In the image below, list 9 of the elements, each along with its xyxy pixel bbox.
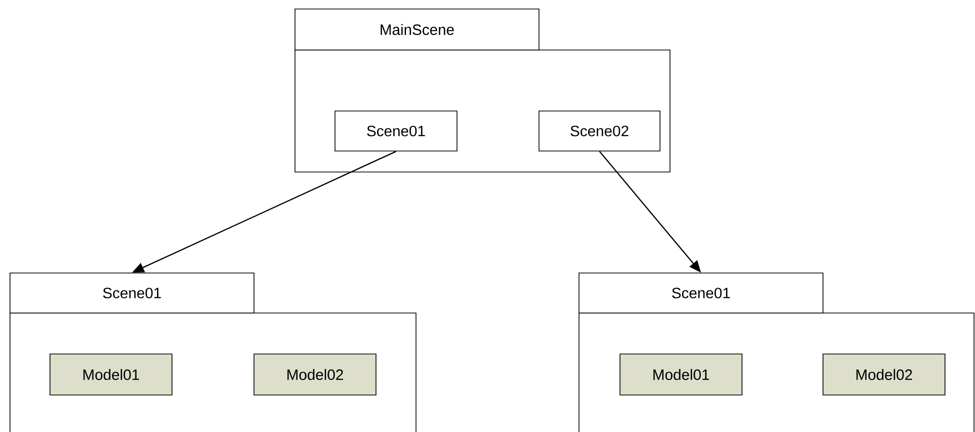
scene-box: Scene02 [538,110,660,152]
model-box: Model01 [50,354,172,396]
model-box: Model01 [620,354,742,396]
model-box: Model02 [822,354,946,396]
node-label: MainScene [380,24,454,36]
node-label: Scene01 [672,288,730,298]
scene-box: Scene01 [334,110,458,152]
node-label: Scene01 [103,288,161,298]
model-box: Model02 [254,354,376,396]
